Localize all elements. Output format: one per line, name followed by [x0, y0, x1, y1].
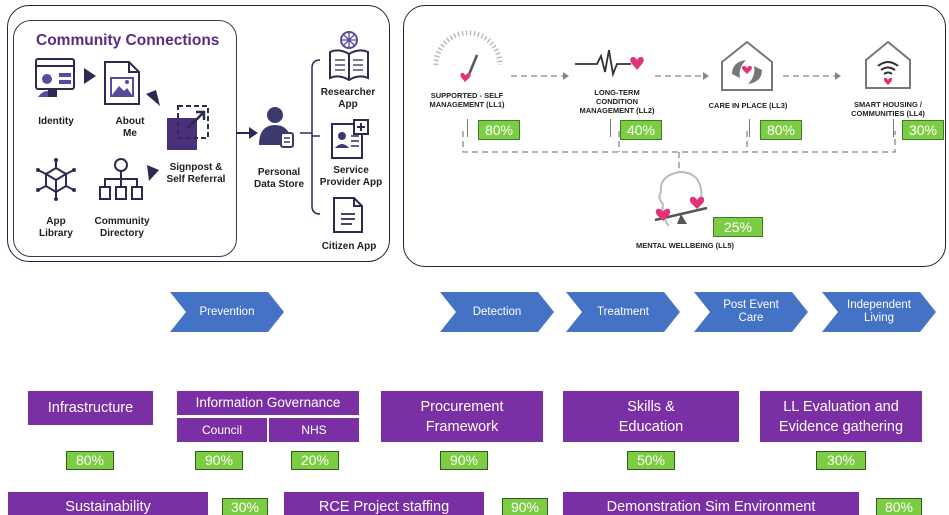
- pathway-independent-living: Independent Living: [847, 299, 911, 324]
- ll2-value: 40%: [620, 120, 662, 140]
- ll3-value: 80%: [760, 120, 802, 140]
- staffing-value: 90%: [502, 498, 548, 515]
- skills-box: Skills & Education: [563, 391, 739, 442]
- arrow-directory-signpost-icon: [147, 165, 159, 181]
- living-labs-connectors: [462, 72, 896, 173]
- pathway-post-event-care: Post Event Care: [723, 299, 779, 324]
- staffing-box: RCE Project staffing: [284, 492, 484, 515]
- council-box: Council: [177, 418, 267, 442]
- procurement-value: 90%: [440, 451, 488, 470]
- chevron-treatment: [566, 292, 680, 332]
- heartbeat-icon: [575, 49, 644, 78]
- pathway-chevrons: [170, 292, 936, 332]
- pds-to-apps-connector: [300, 59, 321, 215]
- sustainability-box: Sustainability: [8, 492, 208, 515]
- mental-wellbeing-icon: [654, 170, 708, 227]
- care-house-icon: [721, 40, 773, 91]
- chevron-detection: [440, 292, 554, 332]
- info-gov-box: Information Governance: [177, 391, 359, 415]
- gauge-icon: [433, 30, 503, 82]
- signpost-label: Signpost & Self Referral: [166, 162, 226, 185]
- ll5-value: 25%: [713, 217, 763, 237]
- community-directory-label: Community Directory: [94, 216, 150, 239]
- about-me-icon: [104, 61, 140, 105]
- chevron-post-event-care: [694, 292, 808, 332]
- council-value: 90%: [195, 451, 243, 470]
- about-me-label: About Me: [115, 116, 145, 139]
- service-provider-icon: [331, 119, 369, 159]
- ll5-label: MENTAL WELLBEING (LL5): [635, 241, 735, 250]
- chevron-independent-living: [822, 292, 936, 332]
- evaluation-value: 30%: [816, 451, 866, 470]
- researcher-app-label: Researcher App: [320, 87, 376, 110]
- community-directory-icon: [99, 158, 143, 200]
- ll2-divider: [610, 119, 611, 137]
- pathway-treatment: Treatment: [597, 305, 649, 318]
- app-library-label: App Library: [39, 216, 73, 239]
- arrow-identity-aboutme-icon: [84, 68, 96, 84]
- infrastructure-box: Infrastructure: [28, 391, 153, 425]
- pathway-prevention: Prevention: [199, 305, 255, 318]
- sim-env-box: Demonstration Sim Environment: [563, 492, 859, 515]
- ll3-divider: [749, 119, 750, 137]
- skills-value: 50%: [627, 451, 675, 470]
- evaluation-box: LL Evaluation and Evidence gathering: [760, 391, 922, 442]
- nhs-value: 20%: [291, 451, 339, 470]
- ll4-value: 30%: [902, 120, 944, 140]
- pathway-detection: Detection: [472, 305, 522, 318]
- community-title: Community Connections: [36, 32, 220, 49]
- identity-label: Identity: [38, 116, 74, 127]
- chevron-prevention: [170, 292, 284, 332]
- arrow-to-pds-icon: [236, 127, 258, 139]
- sustainability-value: 30%: [222, 498, 268, 515]
- pds-label: Personal Data Store: [253, 167, 304, 190]
- ll1-label: SUPPORTED - SELF MANAGEMENT (LL1): [429, 91, 505, 109]
- ll1-value: 80%: [478, 120, 520, 140]
- app-library-icon: [36, 158, 76, 201]
- signpost-icon: [167, 105, 209, 150]
- sim-env-value: 80%: [876, 498, 922, 515]
- ll4-label: SMART HOUSING / COMMUNITIES (LL4): [851, 100, 925, 118]
- personal-data-store-icon: [259, 107, 294, 148]
- infrastructure-value: 80%: [66, 451, 114, 470]
- procurement-box: Procurement Framework: [381, 391, 543, 442]
- citizen-app-icon: [333, 197, 363, 233]
- smart-house-icon: [865, 40, 911, 89]
- researcher-app-icon: [329, 31, 369, 82]
- ll3-label: CARE IN PLACE (LL3): [708, 101, 788, 110]
- service-provider-label: Service Provider App: [319, 165, 383, 188]
- nhs-box: NHS: [269, 418, 359, 442]
- identity-icon: [35, 58, 75, 97]
- ll4-divider: [893, 119, 894, 137]
- ll1-divider: [467, 119, 468, 137]
- arrow-aboutme-signpost-icon: [146, 90, 160, 106]
- ll2-label: LONG-TERM CONDITION MANAGEMENT (LL2): [579, 88, 655, 115]
- citizen-app-label: Citizen App: [321, 241, 377, 252]
